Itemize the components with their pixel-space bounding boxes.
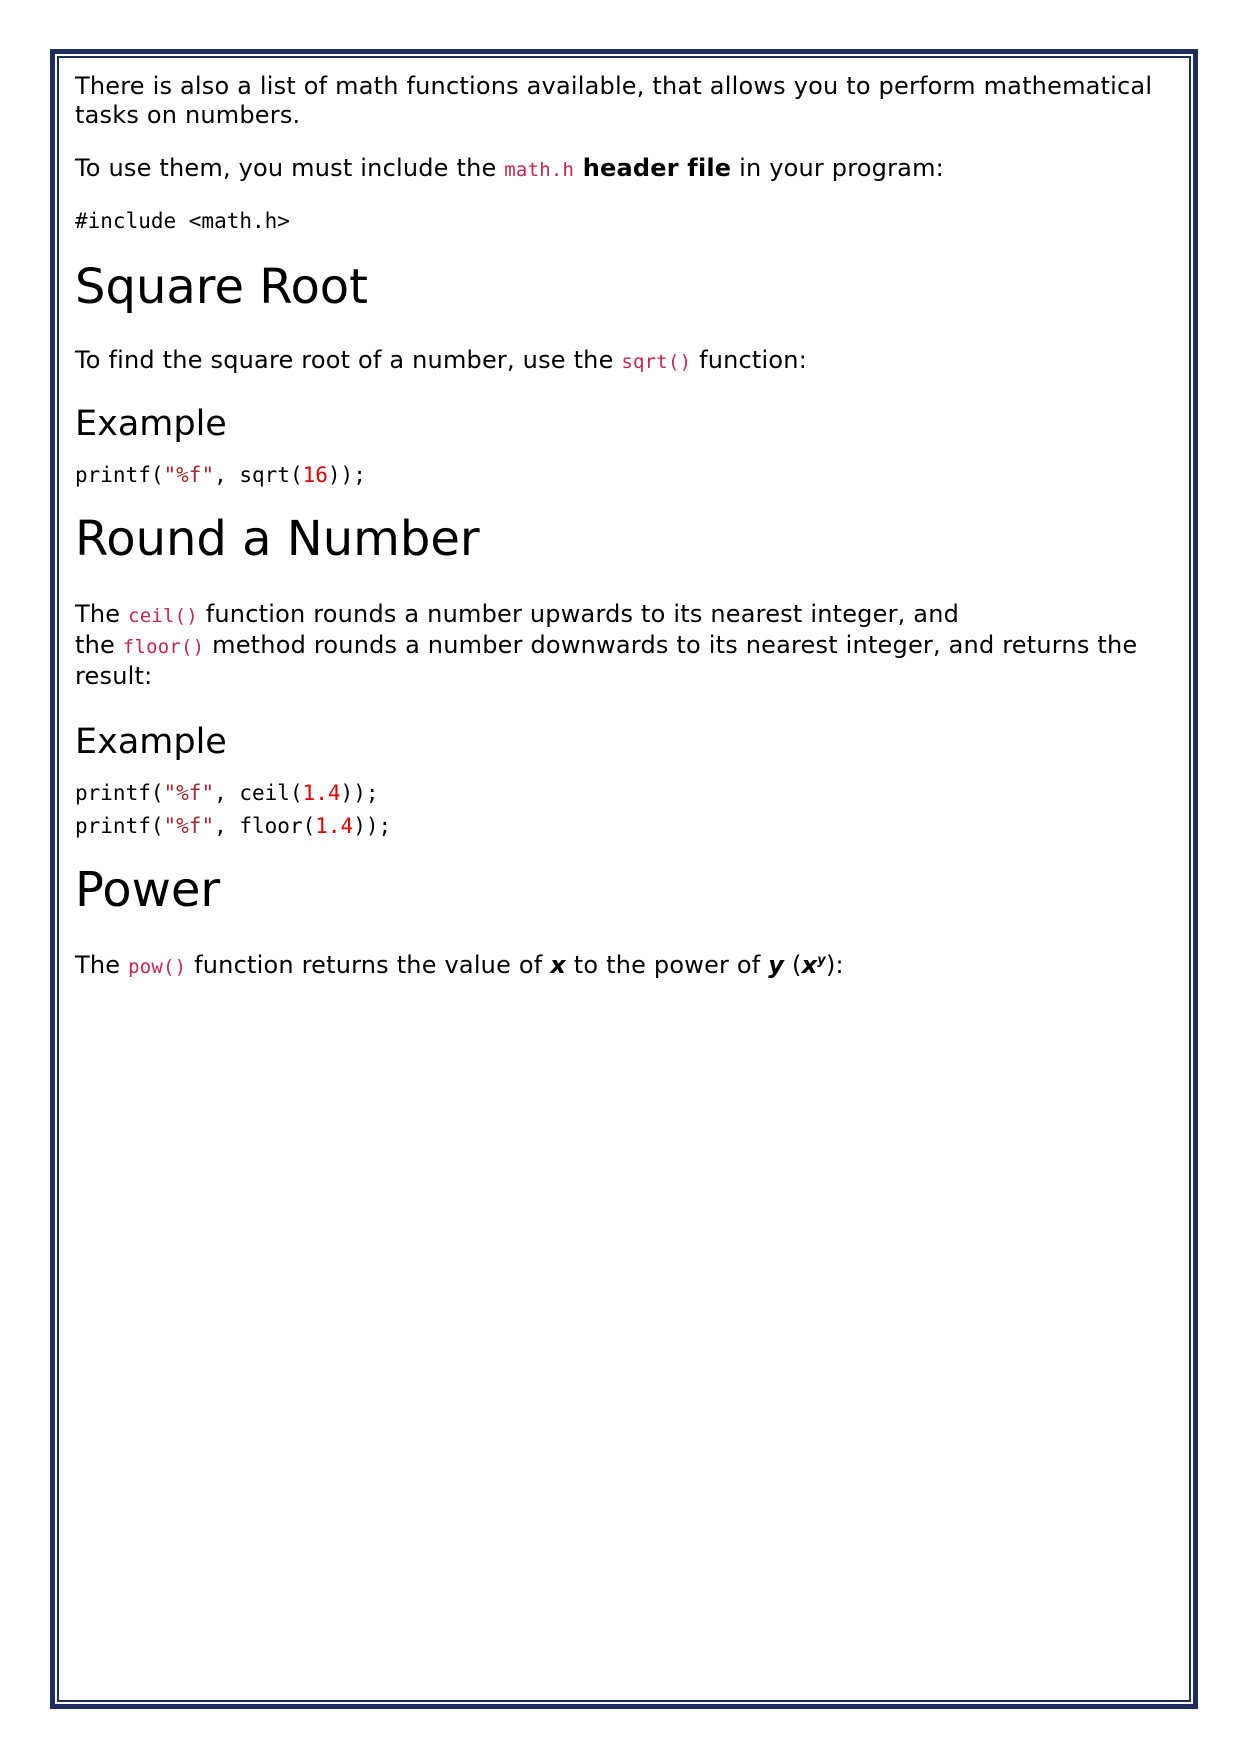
heading-round-number: Round a Number xyxy=(75,511,480,567)
variable-y: y xyxy=(768,951,785,979)
inline-code-sqrt: sqrt() xyxy=(621,351,692,373)
inline-code-pow: pow() xyxy=(128,956,187,978)
heading-example-round: Example xyxy=(75,722,227,762)
code-line-floor: printf("%f", floor(1.4)); xyxy=(75,814,392,838)
inline-code-floor: floor() xyxy=(122,636,205,658)
square-root-description: To find the square root of a number, use… xyxy=(75,346,807,374)
variable-x: x xyxy=(550,951,566,979)
variable-y-exponent: y xyxy=(817,953,826,968)
heading-example-sqrt: Example xyxy=(75,404,227,444)
inline-code-ceil: ceil() xyxy=(128,605,198,627)
include-note: To use them, you must include the math.h… xyxy=(75,154,944,182)
page-border-inner xyxy=(57,56,1191,1702)
heading-power: Power xyxy=(75,862,221,918)
code-example-round: printf("%f", ceil(1.4)); printf("%f", fl… xyxy=(75,777,1170,843)
inline-code-math-h: math.h xyxy=(504,159,575,181)
power-description: The pow() function returns the value of … xyxy=(75,951,844,979)
round-description: The ceil() function rounds a number upwa… xyxy=(75,600,1138,690)
code-example-sqrt: printf("%f", sqrt(16)); xyxy=(75,463,366,487)
heading-square-root: Square Root xyxy=(75,259,368,315)
header-file-bold: header file xyxy=(574,154,732,182)
include-code: #include <math.h> xyxy=(75,209,290,233)
intro-paragraph: There is also a list of math functions a… xyxy=(75,72,1153,129)
code-line-ceil: printf("%f", ceil(1.4)); xyxy=(75,781,379,805)
document-content: There is also a list of math functions a… xyxy=(75,72,1170,982)
page-border-outer xyxy=(50,49,1198,1709)
variable-x-base: x xyxy=(801,951,818,979)
